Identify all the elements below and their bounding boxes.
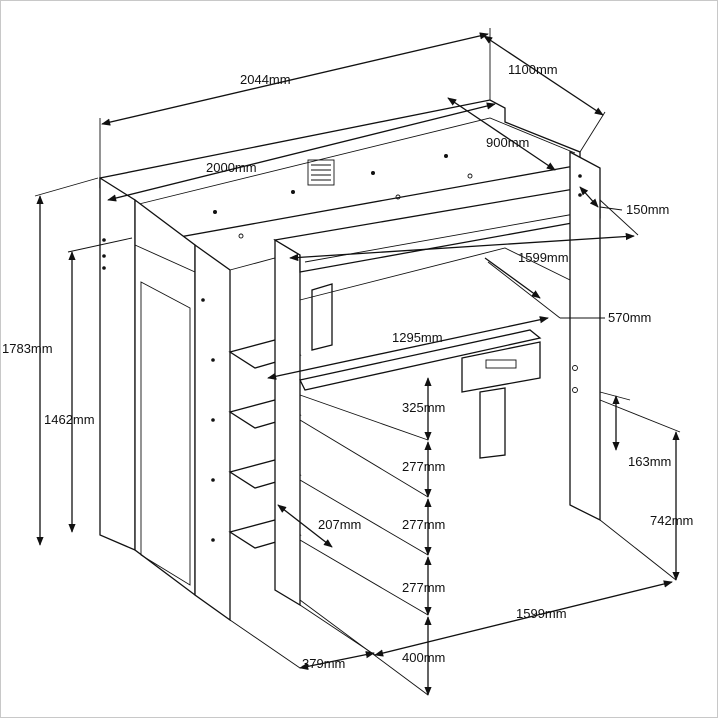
label-bed-height: 1462mm bbox=[44, 412, 95, 427]
label-drawer-height: 163mm bbox=[628, 454, 671, 469]
desk-support bbox=[311, 283, 333, 351]
label-overall-length: 2044mm bbox=[240, 72, 291, 87]
label-desk-length: 1295mm bbox=[392, 330, 443, 345]
label-shelf-depth: 207mm bbox=[318, 517, 361, 532]
label-inner-depth: 900mm bbox=[486, 135, 529, 150]
label-shelf-gap-4: 277mm bbox=[402, 580, 445, 595]
desk-leg bbox=[479, 387, 506, 459]
label-overall-depth: 1100mm bbox=[508, 62, 558, 77]
right-end-panel bbox=[569, 150, 601, 522]
label-shelf-width: 379mm bbox=[302, 656, 345, 671]
left-end-panel bbox=[99, 176, 136, 551]
dimension-labels: 2044mm 1100mm 900mm 2000mm 150mm 1599mm … bbox=[2, 62, 693, 671]
shelf-front-post bbox=[274, 238, 301, 607]
label-overall-height: 1783mm bbox=[2, 341, 53, 356]
label-guard-rail-height: 150mm bbox=[626, 202, 669, 217]
label-desk-width-top: 1599mm bbox=[518, 250, 569, 265]
label-shelf-gap-2: 277mm bbox=[402, 459, 445, 474]
wardrobe-door bbox=[134, 198, 196, 597]
label-desk-depth: 570mm bbox=[608, 310, 651, 325]
wardrobe-side-panel bbox=[194, 243, 231, 622]
label-shelf-gap-1: 325mm bbox=[402, 400, 445, 415]
label-desk-height: 742mm bbox=[650, 513, 693, 528]
label-bottom-gap: 400mm bbox=[402, 650, 445, 665]
label-inner-length: 2000mm bbox=[206, 160, 257, 175]
dimension-lines bbox=[34, 28, 681, 696]
label-shelf-gap-3: 277mm bbox=[402, 517, 445, 532]
label-base-width: 1599mm bbox=[516, 606, 567, 621]
